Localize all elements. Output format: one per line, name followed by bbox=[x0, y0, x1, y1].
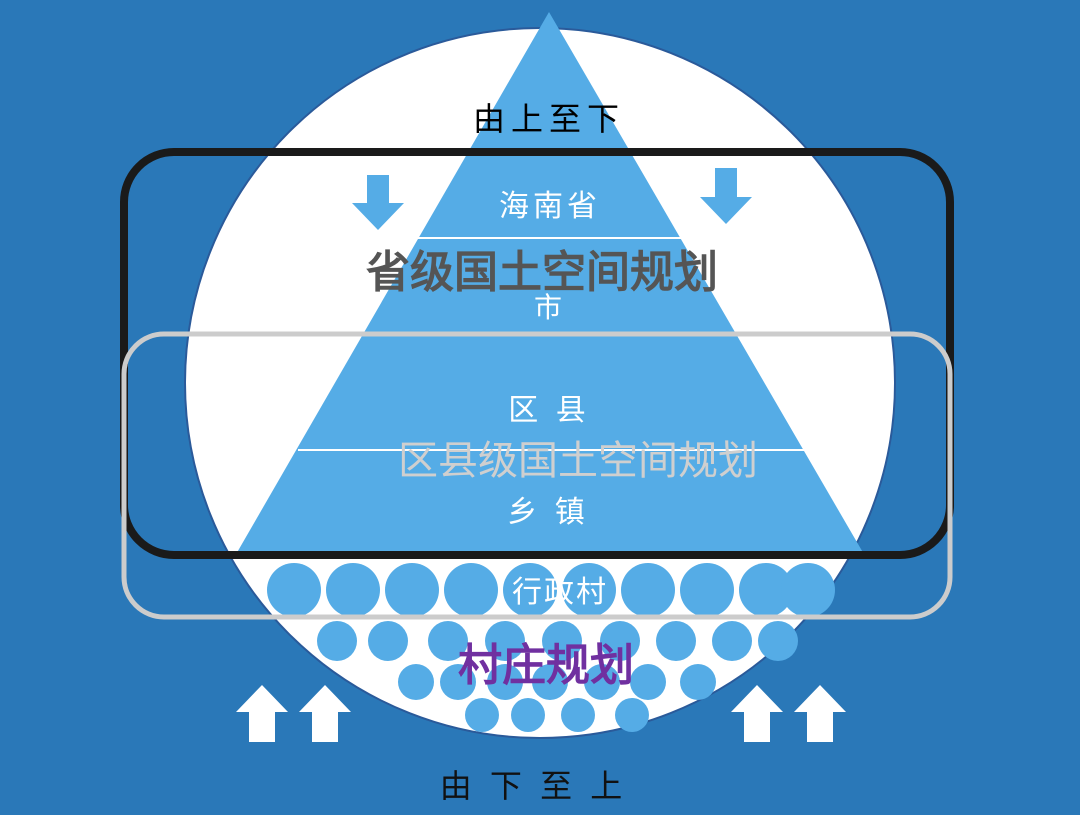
village-bubble bbox=[326, 563, 380, 617]
village-bubble bbox=[758, 621, 798, 661]
village-bubble bbox=[656, 621, 696, 661]
village-bubble bbox=[630, 664, 666, 700]
village-bubble bbox=[680, 664, 716, 700]
village-bubble bbox=[444, 563, 498, 617]
top-down-label: 由上至下 bbox=[473, 100, 625, 138]
village-bubble bbox=[532, 664, 568, 700]
village-bubble bbox=[398, 664, 434, 700]
village-bubble bbox=[465, 698, 499, 732]
village-plan-label: 村庄规划 bbox=[458, 640, 634, 691]
level-village: 行政村 bbox=[512, 575, 608, 610]
village-bubble bbox=[487, 664, 523, 700]
village-bubble bbox=[621, 563, 675, 617]
village-bubble bbox=[485, 621, 525, 661]
village-bubble bbox=[368, 621, 408, 661]
village-bubble bbox=[503, 563, 557, 617]
village-bubble bbox=[317, 621, 357, 661]
village-bubble bbox=[739, 563, 793, 617]
level-township: 乡 镇 bbox=[507, 495, 589, 530]
village-bubble bbox=[267, 563, 321, 617]
village-bubble bbox=[680, 563, 734, 617]
village-bubble bbox=[561, 698, 595, 732]
village-bubble bbox=[562, 563, 616, 617]
level-province: 海南省 bbox=[499, 189, 601, 224]
village-bubble bbox=[584, 664, 620, 700]
village-bubble bbox=[712, 621, 752, 661]
level-city: 市 bbox=[534, 291, 562, 324]
pyramid bbox=[235, 12, 865, 556]
village-bubble bbox=[385, 563, 439, 617]
county-plan-frame bbox=[121, 331, 953, 620]
village-bubble bbox=[615, 698, 649, 732]
village-bubble bbox=[600, 621, 640, 661]
arrow-down-icon bbox=[352, 168, 752, 230]
level-county: 区 县 bbox=[508, 393, 590, 428]
village-bubble bbox=[542, 621, 582, 661]
village-bubble bbox=[428, 621, 468, 661]
bottom-up-label: 由 下 至 上 bbox=[440, 767, 627, 805]
village-bubbles bbox=[267, 563, 835, 732]
arrow-up-icon bbox=[236, 685, 846, 742]
village-bubble bbox=[511, 698, 545, 732]
village-bubble bbox=[440, 664, 476, 700]
province-plan-frame bbox=[120, 148, 954, 559]
county-plan-label: 区县级国土空间规划 bbox=[398, 438, 758, 484]
village-bubble bbox=[781, 563, 835, 617]
province-plan-label: 省级国土空间规划 bbox=[366, 247, 718, 298]
